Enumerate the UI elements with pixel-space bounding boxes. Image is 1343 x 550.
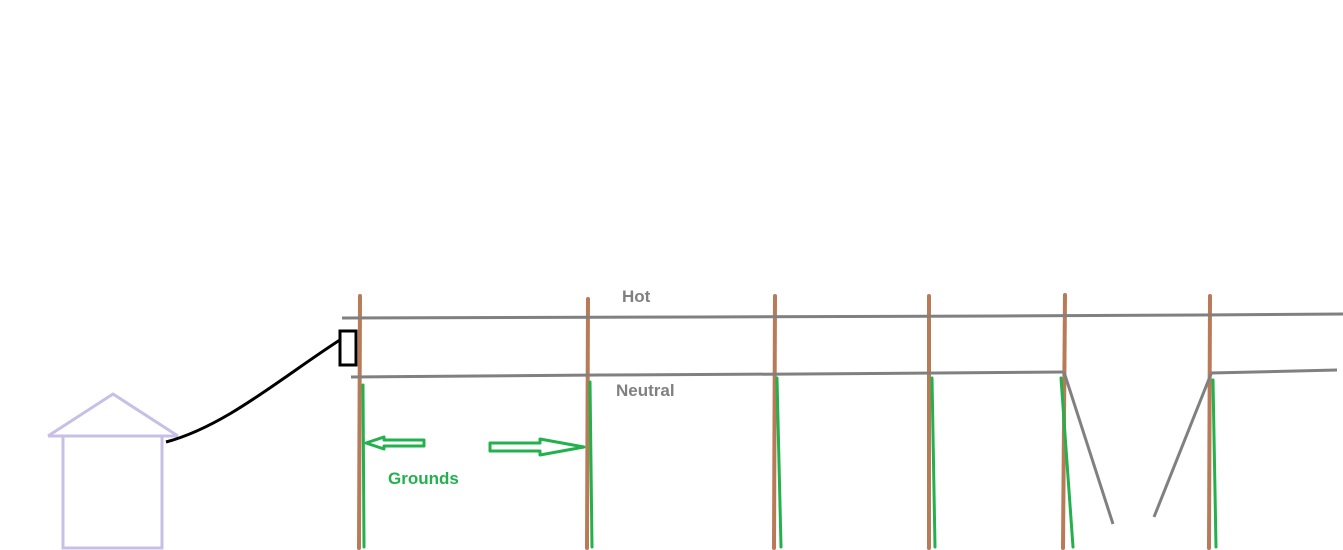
house-roof	[47, 392, 179, 438]
hot-label: Hot	[622, 287, 651, 306]
ground-wire-6	[1211, 378, 1218, 549]
ground-wire-5	[1059, 376, 1075, 549]
neutral-drop-right	[1152, 373, 1213, 518]
ground-wires	[361, 376, 1218, 549]
poles	[357, 293, 1212, 550]
ground-wire-4	[930, 376, 937, 549]
pole-1	[357, 294, 362, 550]
neutral-drop-left	[1062, 371, 1115, 525]
house-body	[61, 434, 164, 550]
neutral-wire	[350, 370, 1064, 379]
ground-wire-2	[588, 380, 594, 549]
service-connection-box	[338, 329, 358, 367]
service-drop-wire	[165, 329, 355, 444]
house	[47, 392, 179, 550]
pole-2	[585, 297, 590, 550]
ground-wire-3	[775, 376, 783, 549]
pole-6	[1207, 294, 1212, 550]
arrow-left-icon	[364, 435, 426, 451]
grounds-label: Grounds	[388, 469, 459, 488]
arrow-right-icon	[488, 437, 586, 457]
conductors	[341, 312, 1343, 525]
ground-wire-1	[361, 383, 366, 549]
pole-3	[772, 294, 777, 550]
neutral-label: Neutral	[616, 381, 675, 400]
neutral-wire-right	[1210, 368, 1338, 375]
hot-wire	[341, 312, 1343, 320]
